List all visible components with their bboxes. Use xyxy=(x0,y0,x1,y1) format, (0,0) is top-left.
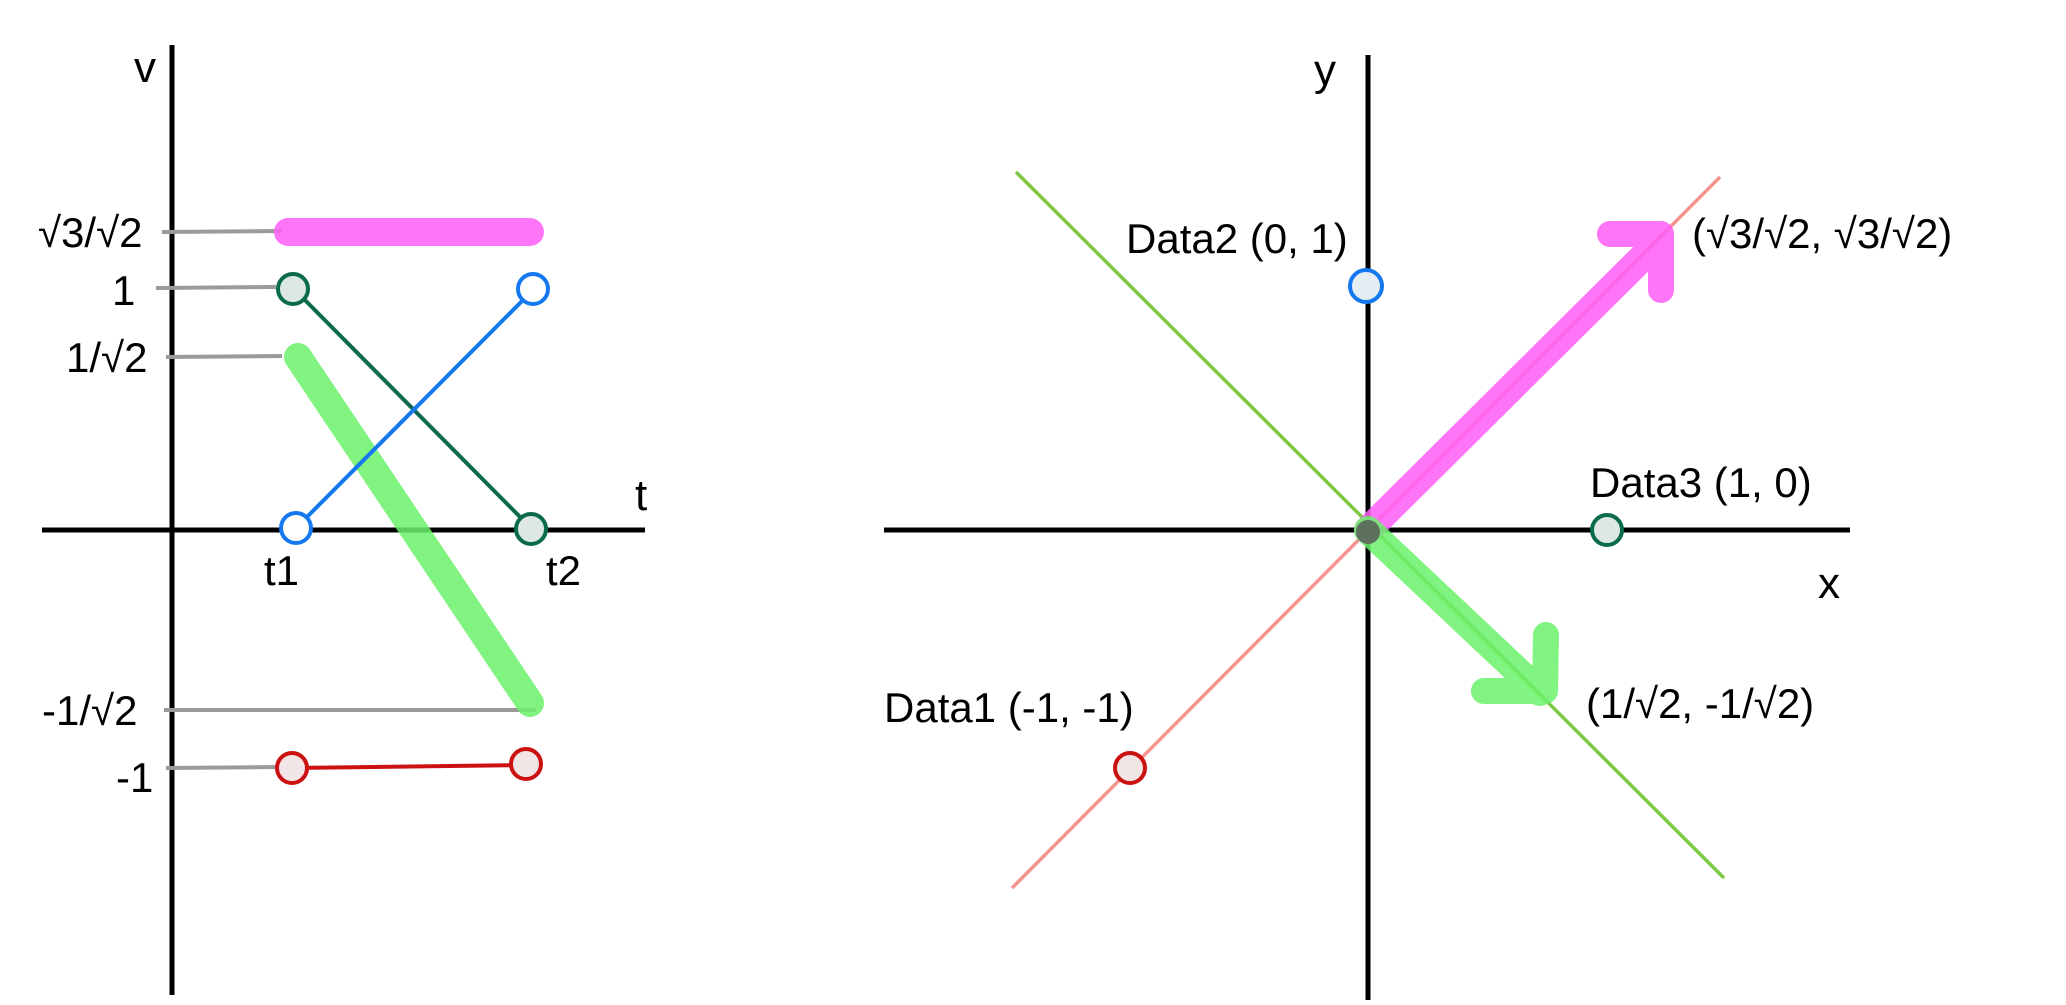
green-thick-line xyxy=(284,343,544,717)
blue-marker-t2 xyxy=(516,272,550,306)
time-tick-label-t2: t2 xyxy=(546,547,581,594)
time-tick-label-t1: t1 xyxy=(264,547,299,594)
data1-marker xyxy=(1113,751,1147,785)
magenta-vector-label: (√3/√2, √3/√2) xyxy=(1692,210,1952,257)
left-plot: v t t1 t2 √3/√2 1 1/√2 -1/√2 -1 xyxy=(38,43,647,995)
green-vector-arrow xyxy=(1354,516,1559,706)
leader-line-sqrt3-over-sqrt2 xyxy=(161,229,283,234)
origin-marker xyxy=(1356,520,1380,544)
value-label-neg-one: -1 xyxy=(116,754,153,801)
red-marker-t2 xyxy=(509,747,543,781)
value-label-one-over-sqrt2: 1/√2 xyxy=(66,334,147,381)
blue-series-line xyxy=(294,288,535,530)
data3-marker xyxy=(1590,513,1624,547)
data2-label: Data2 (0, 1) xyxy=(1126,215,1348,262)
teal-marker-t2 xyxy=(514,512,548,546)
right-x-axis-label: x xyxy=(1818,559,1840,608)
magenta-vector-arrow xyxy=(1354,221,1674,544)
data3-label: Data3 (1, 0) xyxy=(1590,459,1812,506)
red-series-line xyxy=(291,763,525,770)
leader-line-neg-one xyxy=(165,765,277,770)
teal-marker-t1 xyxy=(276,272,310,306)
value-label-neg-one-over-sqrt2: -1/√2 xyxy=(42,687,137,734)
red-marker-t1 xyxy=(275,751,309,785)
blue-marker-t1 xyxy=(279,511,313,545)
green-vector-label: (1/√2, -1/√2) xyxy=(1586,680,1814,727)
right-plot: y x Data1 (-1, -1) Data2 (0, 1) Data3 (1… xyxy=(884,46,1952,1000)
leader-line-one xyxy=(155,285,277,290)
data1-label: Data1 (-1, -1) xyxy=(884,684,1134,731)
value-label-sqrt3-over-sqrt2: √3/√2 xyxy=(38,209,143,256)
left-t-axis-label: t xyxy=(635,471,647,520)
left-v-axis-label: v xyxy=(134,43,156,92)
data2-marker xyxy=(1348,268,1384,304)
value-label-one: 1 xyxy=(112,267,135,314)
right-y-axis-label: y xyxy=(1314,46,1336,95)
leader-line-one-over-sqrt2 xyxy=(165,354,283,359)
